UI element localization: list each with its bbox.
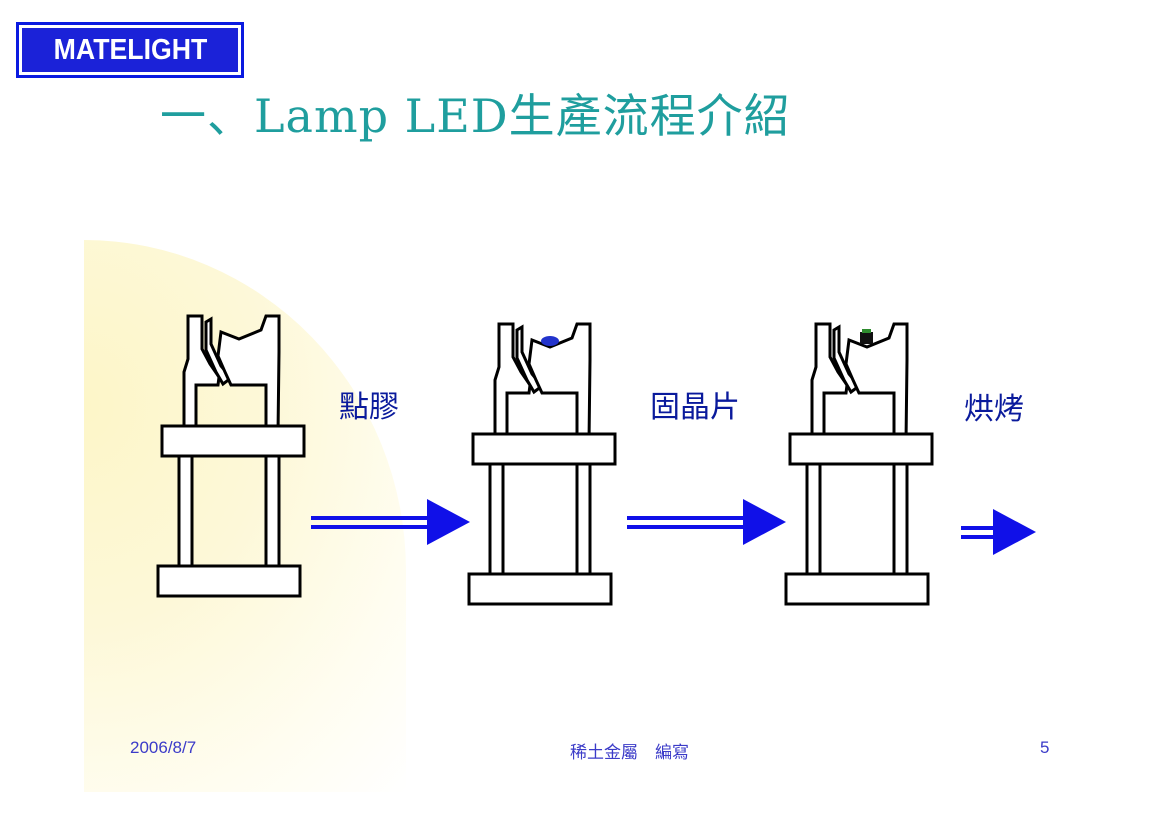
lead-frame-1: [156, 314, 306, 598]
page-title: 一、Lamp LED生產流程介紹: [160, 89, 791, 143]
step-label-die-attach: 固晶片: [650, 390, 740, 425]
step-label-dispense-glue: 點膠: [339, 390, 399, 425]
process-arrow-3: [961, 509, 1036, 555]
logo-badge: MATELIGHT: [22, 28, 238, 72]
process-arrow-2: [627, 499, 786, 545]
lead-frame-2: [467, 322, 617, 606]
step-label-baking: 烘烤: [964, 392, 1024, 427]
company-logo: MATELIGHT: [16, 22, 244, 78]
lead-frame-3: [784, 322, 934, 606]
led-chip-top: [862, 329, 871, 333]
process-arrow-1: [311, 499, 470, 545]
footer-date: 2006/8/7: [130, 738, 197, 757]
footer-page-number: 5: [1040, 738, 1050, 757]
footer-author: 稀土金屬 編寫: [570, 743, 689, 762]
glue-dot: [541, 336, 559, 346]
logo-text: MATELIGHT: [53, 33, 207, 66]
led-chip: [860, 332, 873, 344]
